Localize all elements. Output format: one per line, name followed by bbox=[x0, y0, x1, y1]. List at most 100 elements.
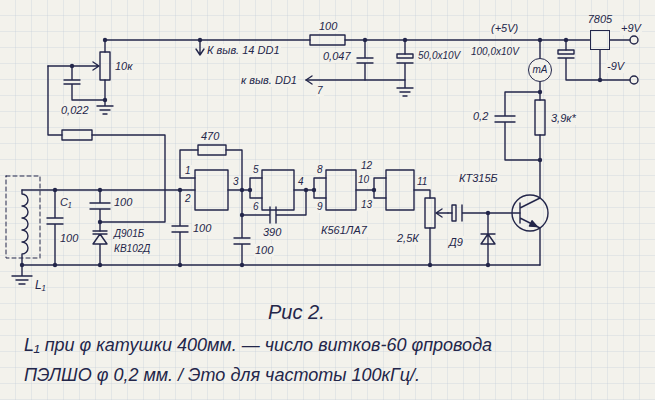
pin-number: 10 bbox=[357, 174, 370, 186]
logic-gates bbox=[326, 170, 356, 210]
detector-stage bbox=[425, 198, 435, 228]
power-input bbox=[558, 40, 630, 80]
junction-dot bbox=[248, 188, 252, 192]
logic-gates bbox=[262, 170, 294, 210]
logic-gates bbox=[250, 178, 262, 198]
note-label: +9V bbox=[620, 22, 642, 35]
power-input bbox=[630, 76, 638, 84]
component-label: Д9 bbox=[448, 236, 464, 249]
note-label: К выв. 14 DD1 bbox=[206, 44, 281, 57]
junction-dot bbox=[538, 90, 542, 94]
transistor-symbol bbox=[520, 135, 540, 265]
junction-dot bbox=[304, 188, 308, 192]
decoupling-caps bbox=[397, 80, 413, 96]
transistor-symbol bbox=[529, 221, 537, 227]
supply-rail bbox=[310, 35, 345, 45]
pin-number: 12 bbox=[360, 160, 373, 172]
meter-circuit bbox=[495, 82, 545, 160]
bias-potentiometer bbox=[64, 66, 105, 100]
component-label: 390 bbox=[262, 226, 282, 239]
transistor-symbol bbox=[512, 195, 548, 231]
component-label: КТ315Б bbox=[458, 172, 499, 185]
junction-dot bbox=[372, 188, 376, 192]
detector-stage bbox=[481, 213, 495, 265]
power-input bbox=[558, 36, 638, 84]
meter-circuit bbox=[535, 100, 545, 135]
decoupling-caps bbox=[306, 76, 312, 84]
component-label: 100 bbox=[318, 20, 338, 33]
pin-number: 3 bbox=[232, 176, 240, 188]
pin-number: 6 bbox=[252, 201, 260, 213]
pin-number: 7 bbox=[316, 85, 324, 97]
pin-number: 13 bbox=[360, 199, 373, 211]
junction-dot bbox=[486, 263, 490, 267]
oscillator-tank bbox=[6, 176, 540, 284]
component-label: L₁ bbox=[34, 278, 46, 292]
junction-dot bbox=[403, 38, 407, 42]
logic-gates bbox=[172, 145, 414, 265]
component-label: C₁ bbox=[59, 196, 72, 209]
bias-potentiometer bbox=[48, 40, 165, 222]
component-label: 0,022 bbox=[60, 104, 90, 117]
note-label: к выв. DD1 bbox=[240, 74, 298, 87]
milliammeter: mA bbox=[528, 58, 552, 82]
supply-wire bbox=[540, 40, 590, 58]
component-label: 100,0х10V bbox=[470, 46, 520, 58]
logic-gates bbox=[242, 190, 314, 223]
component-label: 50,0х10V bbox=[417, 50, 461, 62]
junction-dot bbox=[53, 188, 57, 192]
logic-gates bbox=[198, 145, 226, 155]
component-label: КВ102Д bbox=[113, 243, 151, 255]
junction-dot bbox=[538, 158, 542, 162]
junction-dot bbox=[20, 38, 602, 267]
component-label: Д901Б bbox=[113, 228, 145, 240]
oscillator-tank bbox=[22, 189, 195, 190]
supply-rail bbox=[196, 40, 204, 55]
transistor-symbol bbox=[512, 135, 548, 265]
logic-gates bbox=[226, 150, 250, 215]
detector-stage bbox=[488, 212, 520, 213]
logic-gates bbox=[180, 150, 198, 178]
junction-dot bbox=[312, 188, 316, 192]
decoupling-caps bbox=[397, 54, 413, 58]
logic-gates bbox=[386, 170, 414, 210]
detector-stage bbox=[429, 228, 430, 265]
junction-dot bbox=[70, 64, 74, 68]
bias-potentiometer bbox=[100, 52, 110, 80]
bias-potentiometer bbox=[48, 62, 99, 70]
meter-circuit bbox=[495, 92, 540, 160]
component-label: 0,047 bbox=[322, 50, 352, 63]
logic-gates bbox=[195, 170, 228, 210]
component-label: 100 bbox=[192, 222, 212, 235]
oscillator-tank bbox=[12, 265, 32, 284]
junction-dot bbox=[103, 38, 107, 42]
junction-dot bbox=[98, 188, 102, 192]
bias-potentiometer bbox=[62, 130, 92, 140]
decoupling-caps bbox=[306, 63, 413, 80]
meter-unit: mA bbox=[533, 64, 548, 76]
regulator-body bbox=[590, 30, 610, 50]
component-label: 10к bbox=[114, 60, 133, 73]
junction-dot bbox=[240, 263, 244, 267]
component-label: 0,2 bbox=[472, 110, 489, 123]
schematic-drawing bbox=[6, 35, 638, 284]
power-input bbox=[558, 50, 574, 54]
decoupling-caps bbox=[357, 40, 373, 80]
bias-potentiometer bbox=[97, 80, 113, 114]
junction-dot bbox=[363, 38, 367, 42]
detector-stage bbox=[462, 205, 488, 221]
decoupling-caps bbox=[306, 40, 413, 96]
pin-number: 9 bbox=[316, 201, 324, 213]
junction-dot bbox=[53, 263, 57, 267]
bias-potentiometer bbox=[48, 66, 62, 135]
regulator-ic: 7805 bbox=[588, 13, 612, 50]
figure-title: Рис 2. bbox=[268, 300, 325, 324]
pin-number: 11 bbox=[416, 176, 428, 188]
detector-stage bbox=[414, 190, 430, 198]
detector-stage bbox=[436, 209, 448, 217]
supply-rail bbox=[105, 39, 540, 40]
pin-number: 8 bbox=[316, 164, 324, 176]
pin-number: 4 bbox=[297, 176, 305, 188]
pin-number: 1 bbox=[184, 165, 192, 177]
